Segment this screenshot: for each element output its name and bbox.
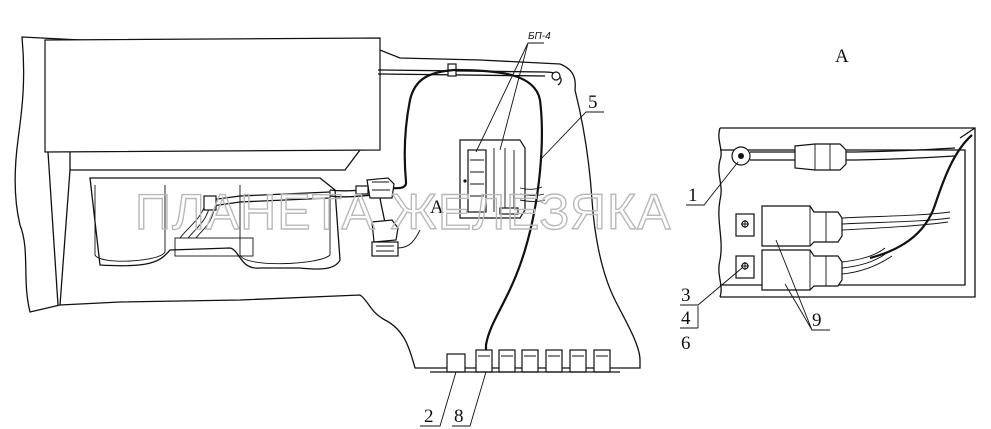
lower-console	[47, 151, 71, 306]
callout-6: 6	[681, 333, 691, 354]
detail-frame	[720, 127, 976, 298]
bolt-3-upper-cross	[741, 220, 749, 228]
console-cutout	[94, 185, 331, 265]
cabin-outline	[14, 36, 641, 369]
bolt-3-lower-cross	[741, 262, 749, 270]
bolt-1-inner	[738, 153, 744, 159]
block-bp4	[459, 139, 546, 219]
top-mount-bolt	[551, 71, 561, 81]
dashboard-panel	[44, 37, 381, 153]
callout-1: 1	[688, 185, 698, 206]
callout-5: 5	[588, 92, 598, 113]
fuse-box	[174, 237, 254, 257]
console-body	[89, 177, 341, 270]
relay-lower	[761, 249, 843, 291]
relay-upper-ribs	[809, 206, 827, 246]
callout-4: 4	[681, 308, 691, 329]
view-marker-a: А	[430, 197, 444, 218]
callout-8-leader	[452, 371, 487, 427]
callout-4-line	[680, 306, 699, 329]
callout-5-leader	[539, 111, 604, 161]
detail-frame-break	[718, 127, 722, 298]
callout-2-leader	[420, 371, 457, 427]
relay-upper	[761, 205, 843, 247]
callout-8: 8	[454, 406, 464, 427]
detail-view-a: А 1 3 4 6 9	[680, 46, 976, 354]
connector-cluster	[329, 177, 421, 257]
relay-lower-ribs	[809, 250, 827, 290]
dashboard-lower-lip	[69, 149, 361, 171]
watermark: ПЛАНЕТА ЖЕЛЕЗЯКА	[135, 184, 671, 240]
callout-3-leader	[680, 267, 743, 306]
upper-connector-ribs	[814, 144, 831, 170]
relay-wires	[841, 211, 951, 275]
side-harness-clip	[203, 195, 217, 211]
harness-bend	[869, 134, 973, 260]
callout-1-leader	[686, 161, 739, 206]
top-harness	[377, 69, 562, 86]
callout-2: 2	[424, 406, 434, 427]
bp4-label: БП-4	[528, 31, 551, 42]
harness-loop-left	[384, 68, 455, 190]
main-view: БП-4 А 5	[14, 31, 641, 427]
side-harness	[209, 191, 331, 207]
bp4-leader	[475, 42, 544, 153]
callout-3: 3	[681, 285, 691, 306]
callout-9-leader	[775, 239, 830, 331]
upper-harness-out	[845, 147, 956, 161]
harness-loop-right	[453, 68, 543, 352]
callout-9: 9	[812, 310, 822, 331]
upper-harness	[750, 151, 795, 161]
switch-row	[430, 349, 620, 373]
detail-title: А	[835, 46, 849, 67]
upper-connector	[794, 143, 847, 171]
